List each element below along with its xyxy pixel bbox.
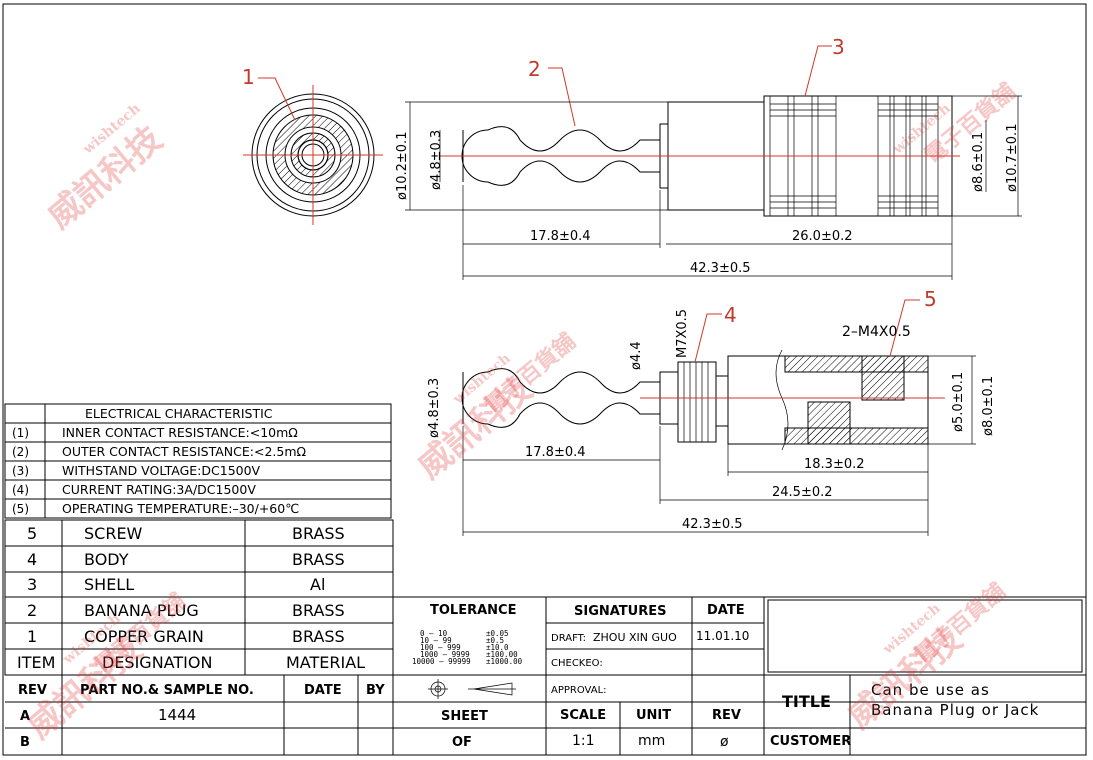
electrical-row-text: WITHSTAND VOLTAGE:DC1500V (62, 463, 261, 478)
dim-24-5: 24.5±0.2 (772, 485, 833, 500)
unit-label: UNIT (636, 708, 671, 723)
tolerance-value: ±100.00 (486, 650, 518, 659)
scale-value: 1:1 (572, 733, 595, 749)
electrical-row-num: (5) (12, 502, 29, 516)
tolerance-range: 0 – 10 (420, 629, 448, 638)
bom-material: BRASS (292, 524, 345, 543)
title-label: TITLE (782, 692, 831, 711)
section-view: 4 5 2–M4X0.5 M7X0.5 ø4.4 ø4.8±0.3 ø5.0±0… (427, 287, 996, 536)
bom-designation: COPPER GRAIN (84, 627, 204, 646)
bom-header-item: ITEM (17, 653, 55, 672)
draft-label: DRAFT: (551, 633, 586, 644)
signatures-date-label: DATE (707, 603, 745, 618)
sheet-label: SHEET (441, 709, 488, 724)
bom-material: Al (310, 575, 325, 594)
rev-label: REV (712, 708, 741, 723)
tolerance-value: ±10.0 (486, 643, 509, 652)
dim-d8-6: ø8.6±0.1 (971, 132, 986, 192)
side-view-top: 2 3 ø10.2±0.1 ø4.8±0.3 ø8.6±0.1 ø10.7±0.… (395, 35, 1022, 280)
electrical-row-text: OPERATING TEMPERATURE:–30/+60℃ (62, 501, 299, 516)
electrical-row-text: OUTER CONTACT RESISTANCE:<2.5mΩ (62, 444, 307, 459)
electrical-row-num: (1) (12, 426, 29, 440)
by-header: BY (366, 683, 385, 698)
projection-symbol-icon (428, 679, 516, 699)
part-no-header: PART NO.& SAMPLE NO. (80, 683, 254, 698)
of-label: OF (452, 735, 472, 750)
dim-d4-8b: ø4.8±0.3 (427, 378, 442, 438)
electrical-row-num: (2) (12, 445, 29, 459)
dim-d10-7: ø10.7±0.1 (1005, 124, 1020, 192)
bom-designation: SCREW (84, 524, 143, 543)
checked-label: CHECKEO: (551, 658, 603, 669)
callout-3: 3 (832, 35, 845, 59)
tolerance-title: TOLERANCE (430, 603, 516, 618)
tolerance-value: ±1000.00 (486, 657, 523, 666)
bom-item: 1 (27, 627, 37, 646)
bom-designation: BANANA PLUG (84, 601, 199, 620)
electrical-header: ELECTRICAL CHARACTERISTIC (85, 406, 273, 421)
rev-value: ø (720, 734, 729, 750)
callout-5: 5 (924, 287, 937, 311)
bom-header-designation: DESIGNATION (102, 653, 212, 672)
electrical-row-text: CURRENT RATING:3A/DC1500V (62, 482, 256, 497)
draft-date: 11.01.10 (696, 629, 749, 643)
dim-m7: M7X0.5 (675, 309, 690, 358)
dim-42-3b: 42.3±0.5 (682, 517, 743, 532)
rev-row-b: B (20, 735, 30, 750)
bom-designation: SHELL (84, 575, 134, 594)
dim-17-8: 17.8±0.4 (530, 229, 591, 244)
bom-material: BRASS (292, 627, 345, 646)
dim-d4-4: ø4.4 (629, 341, 644, 370)
bom-header-material: MATERIAL (286, 653, 365, 672)
electrical-row-num: (3) (12, 464, 29, 478)
callout-1: 1 (242, 65, 255, 89)
bom-designation: BODY (84, 550, 129, 569)
electrical-row-text: INNER CONTACT RESISTANCE:<10mΩ (62, 425, 298, 440)
revision-table: REV PART NO.& SAMPLE NO. DATE BY A B 144… (5, 597, 1086, 755)
dim-d8-0: ø8.0±0.1 (981, 376, 996, 436)
electrical-table: ELECTRICAL CHARACTERISTIC (1) INNER CONT… (4, 403, 392, 519)
dim-d5-0: ø5.0±0.1 (951, 372, 966, 432)
dim-m4: 2–M4X0.5 (842, 324, 911, 340)
date-header: DATE (304, 683, 342, 698)
end-view: 1 (242, 65, 383, 225)
approval-label: APPROVAL: (551, 685, 607, 696)
rev-row-a: A (20, 709, 30, 724)
bom-item: 4 (27, 550, 37, 569)
tolerance-value: ±0.05 (486, 629, 509, 638)
draft-name: ZHOU XIN GUO (593, 631, 677, 644)
bom-item: 3 (27, 575, 37, 594)
dim-42-3: 42.3±0.5 (690, 261, 751, 276)
dim-d10-2: ø10.2±0.1 (395, 132, 410, 200)
bom-material: BRASS (292, 550, 345, 569)
rev-header: REV (18, 683, 47, 698)
customer-label: CUSTOMER (770, 734, 851, 749)
signatures-title: SIGNATURES (574, 604, 666, 619)
callout-2: 2 (528, 57, 541, 81)
dim-26-0: 26.0±0.2 (792, 229, 853, 244)
bom-item: 5 (27, 524, 37, 543)
dim-18-3: 18.3±0.2 (804, 457, 865, 472)
tolerance-range: 10 – 99 (420, 636, 452, 645)
callout-4: 4 (724, 303, 737, 327)
bom-material: BRASS (292, 601, 345, 620)
tolerance-range: 100 – 999 (420, 643, 461, 652)
title-block: TOLERANCE 0 – 10 10 – 99 100 – 999 1000 … (393, 597, 1086, 755)
scale-label: SCALE (560, 708, 606, 723)
tolerance-range: 1000 – 9999 (420, 650, 470, 659)
unit-value: mm (638, 733, 665, 749)
part-number: 1444 (158, 706, 196, 724)
tolerance-value: ±0.5 (486, 636, 504, 645)
title-line1: Can be use as (871, 681, 990, 699)
tolerance-range: 10000 – 99999 (412, 657, 471, 666)
bom-item: 2 (27, 601, 37, 620)
title-line2: Banana Plug or Jack (871, 701, 1039, 719)
dim-17-8b: 17.8±0.4 (525, 445, 586, 460)
electrical-row-num: (4) (12, 483, 29, 497)
dim-d4-8: ø4.8±0.3 (429, 130, 444, 190)
